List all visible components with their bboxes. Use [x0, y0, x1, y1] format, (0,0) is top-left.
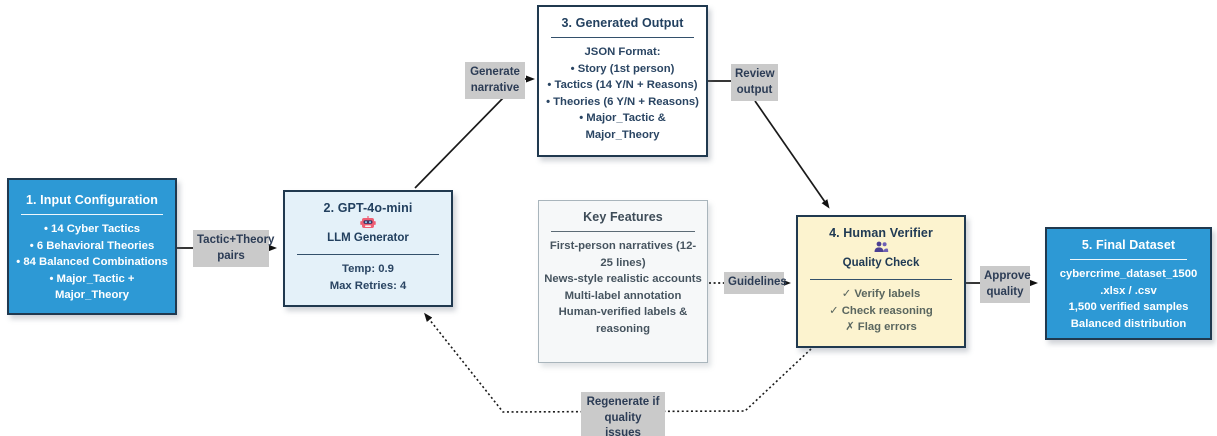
node-title: 3. Generated Output	[561, 16, 684, 30]
node-title: 2. GPT-4o-mini	[323, 201, 413, 215]
node-item: First-person narratives (12-25 lines)	[549, 240, 697, 269]
divider	[550, 37, 695, 38]
divider	[1069, 259, 1188, 260]
node-item: • 84 Balanced Combinations	[16, 256, 168, 269]
node-subtitle: Quality Check	[842, 257, 920, 269]
check-reasoning-item: ✓ Check reasoning	[829, 304, 933, 317]
verify-labels-item: ✓ Verify labels	[841, 288, 921, 301]
flag-errors-item: ✗ Flag errors	[845, 321, 917, 334]
node-item: Human-verified labels & reasoning	[558, 306, 688, 335]
edge-label-generate-narrative: Generate narrative	[465, 62, 525, 100]
node-item: • 14 Cyber Tactics	[43, 223, 141, 235]
node-item: 1,500 verified samples	[1068, 301, 1189, 314]
node-item: Multi-label annotation	[564, 289, 682, 302]
final-dataset-node: 5. Final Dataset cybercrime_dataset_1500…	[1045, 227, 1212, 340]
node-item: • Story (1st person)	[570, 62, 675, 75]
node-item: Max Retries: 4	[329, 279, 407, 292]
node-item: News-style realistic accounts	[544, 273, 702, 286]
node-subtitle: JSON Format:	[584, 46, 661, 58]
generated-output-node: 3. Generated Output JSON Format: • Story…	[537, 5, 708, 157]
arrow-review-label-to-verifier	[754, 100, 830, 209]
divider	[550, 231, 696, 232]
key-features-node: Key Features First-person narratives (12…	[538, 200, 708, 363]
node-item: • Theories (6 Y/N + Reasons)	[546, 95, 699, 108]
node-item: • Tactics (14 Y/N + Reasons)	[547, 79, 698, 92]
node-title: 4. Human Verifier	[829, 226, 933, 240]
divider	[809, 279, 953, 281]
divider	[296, 254, 440, 256]
edge-label-tactic-theory-pairs: Tactic+Theory pairs	[193, 230, 274, 268]
node-subtitle: LLM Generator	[327, 232, 409, 244]
edge-label-review-output: Review output	[731, 64, 778, 102]
node-item: .xlsx / .csv	[1100, 284, 1157, 297]
node-item: cybercrime_dataset_1500	[1059, 268, 1198, 280]
node-title: Key Features	[583, 210, 663, 224]
edge-label-approve-quality: Approve quality	[980, 266, 1031, 304]
node-item: • Major_Tactic + Major_Theory	[49, 272, 135, 302]
people-icon	[798, 241, 964, 255]
node-title: 1. Input Configuration	[25, 193, 159, 207]
input-configuration-node: 1. Input Configuration • 14 Cyber Tactic…	[7, 178, 177, 315]
node-item: Temp: 0.9	[342, 263, 394, 276]
edge-label-regenerate: Regenerate if quality issues	[581, 392, 665, 436]
node-title: 5. Final Dataset	[1081, 238, 1176, 252]
node-item: • 6 Behavioral Theories	[29, 239, 155, 252]
node-item: Balanced distribution	[1070, 317, 1187, 330]
llm-generator-node: 2. GPT-4o-mini LLM Generator Temp: 0.9 M…	[283, 190, 453, 307]
line-llm-to-generate-label	[414, 95, 506, 189]
node-item: • Major_Tactic & Major_Theory	[579, 112, 666, 141]
edge-label-guidelines: Guidelines	[724, 272, 787, 294]
robot-icon	[285, 216, 451, 230]
human-verifier-node: 4. Human Verifier Quality Check ✓ Verify…	[796, 215, 966, 348]
divider	[20, 214, 164, 215]
